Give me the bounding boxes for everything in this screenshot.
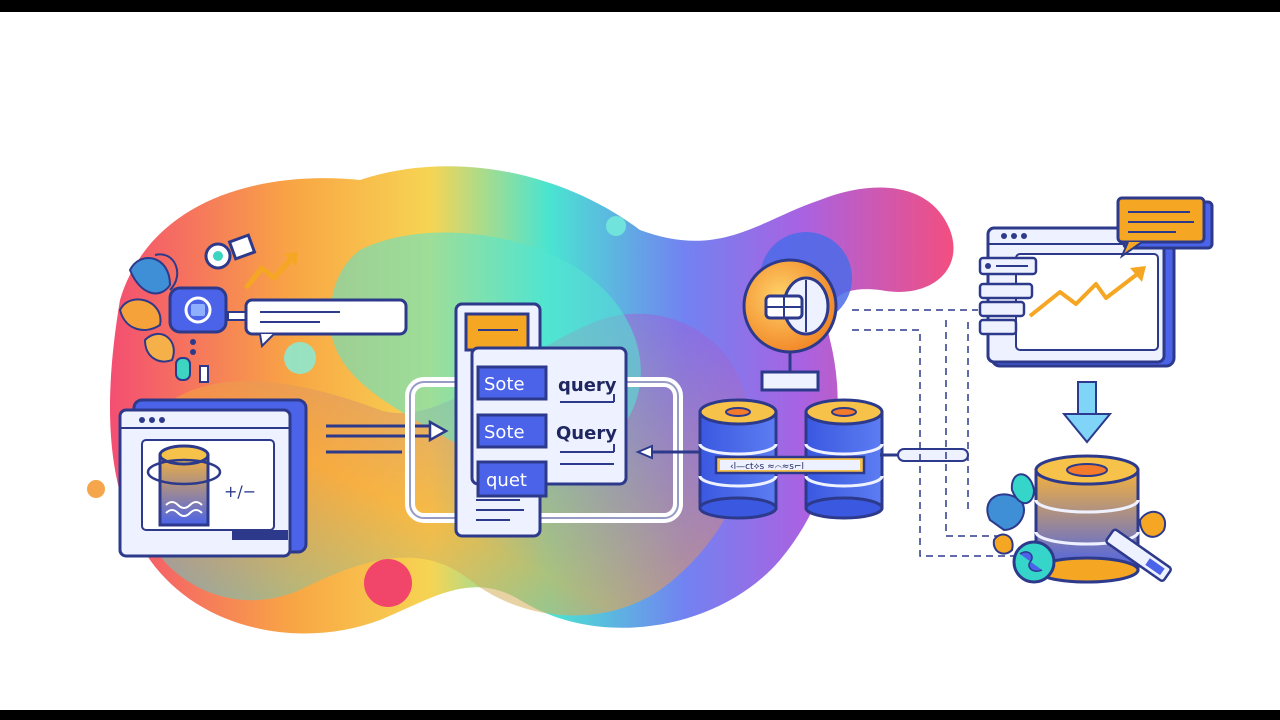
code-strip: ‹l—ct⟡s ≈⌒≈s⌐l xyxy=(714,448,969,475)
globe-icon xyxy=(1012,540,1056,584)
bottom-letterbox xyxy=(0,710,1280,720)
dot-mint xyxy=(284,342,316,374)
query-chip: Sote xyxy=(484,374,525,395)
query-label: query xyxy=(558,375,617,396)
dot-teal xyxy=(606,216,626,236)
query-row[interactable]: Sote query xyxy=(476,365,617,403)
down-arrow xyxy=(1061,381,1113,444)
query-chip: quet xyxy=(486,470,527,491)
storage-drum-icon xyxy=(146,444,222,527)
query-row[interactable]: Sote Query xyxy=(476,413,617,465)
return-arrow xyxy=(635,444,700,460)
secure-database xyxy=(986,454,1172,584)
assistant-cluster xyxy=(118,233,298,383)
query-panel[interactable]: Sote query Sote Query quet xyxy=(454,302,628,538)
analytics-window[interactable] xyxy=(978,226,1176,368)
notification-bubble xyxy=(1116,196,1214,259)
query-chip: Sote xyxy=(484,422,525,443)
strip-text: ‹l—ct⟡s ≈⌒≈s⌐l xyxy=(730,462,804,472)
message-card xyxy=(244,298,408,349)
dot-red xyxy=(364,559,412,607)
trend-arrow-icon xyxy=(1028,270,1142,318)
trend-arrow-icon xyxy=(244,254,296,290)
dashed-connectors xyxy=(852,309,1040,557)
database-icon xyxy=(698,398,778,520)
key-icon xyxy=(1105,528,1172,582)
editor-symbol: +/− xyxy=(224,482,256,501)
query-label: Query xyxy=(556,423,617,444)
gear-icon xyxy=(742,258,838,392)
top-letterbox xyxy=(0,0,1280,12)
dot-orange xyxy=(87,480,105,498)
editor-window[interactable]: +/− xyxy=(118,398,308,558)
query-row[interactable]: quet xyxy=(476,460,548,498)
